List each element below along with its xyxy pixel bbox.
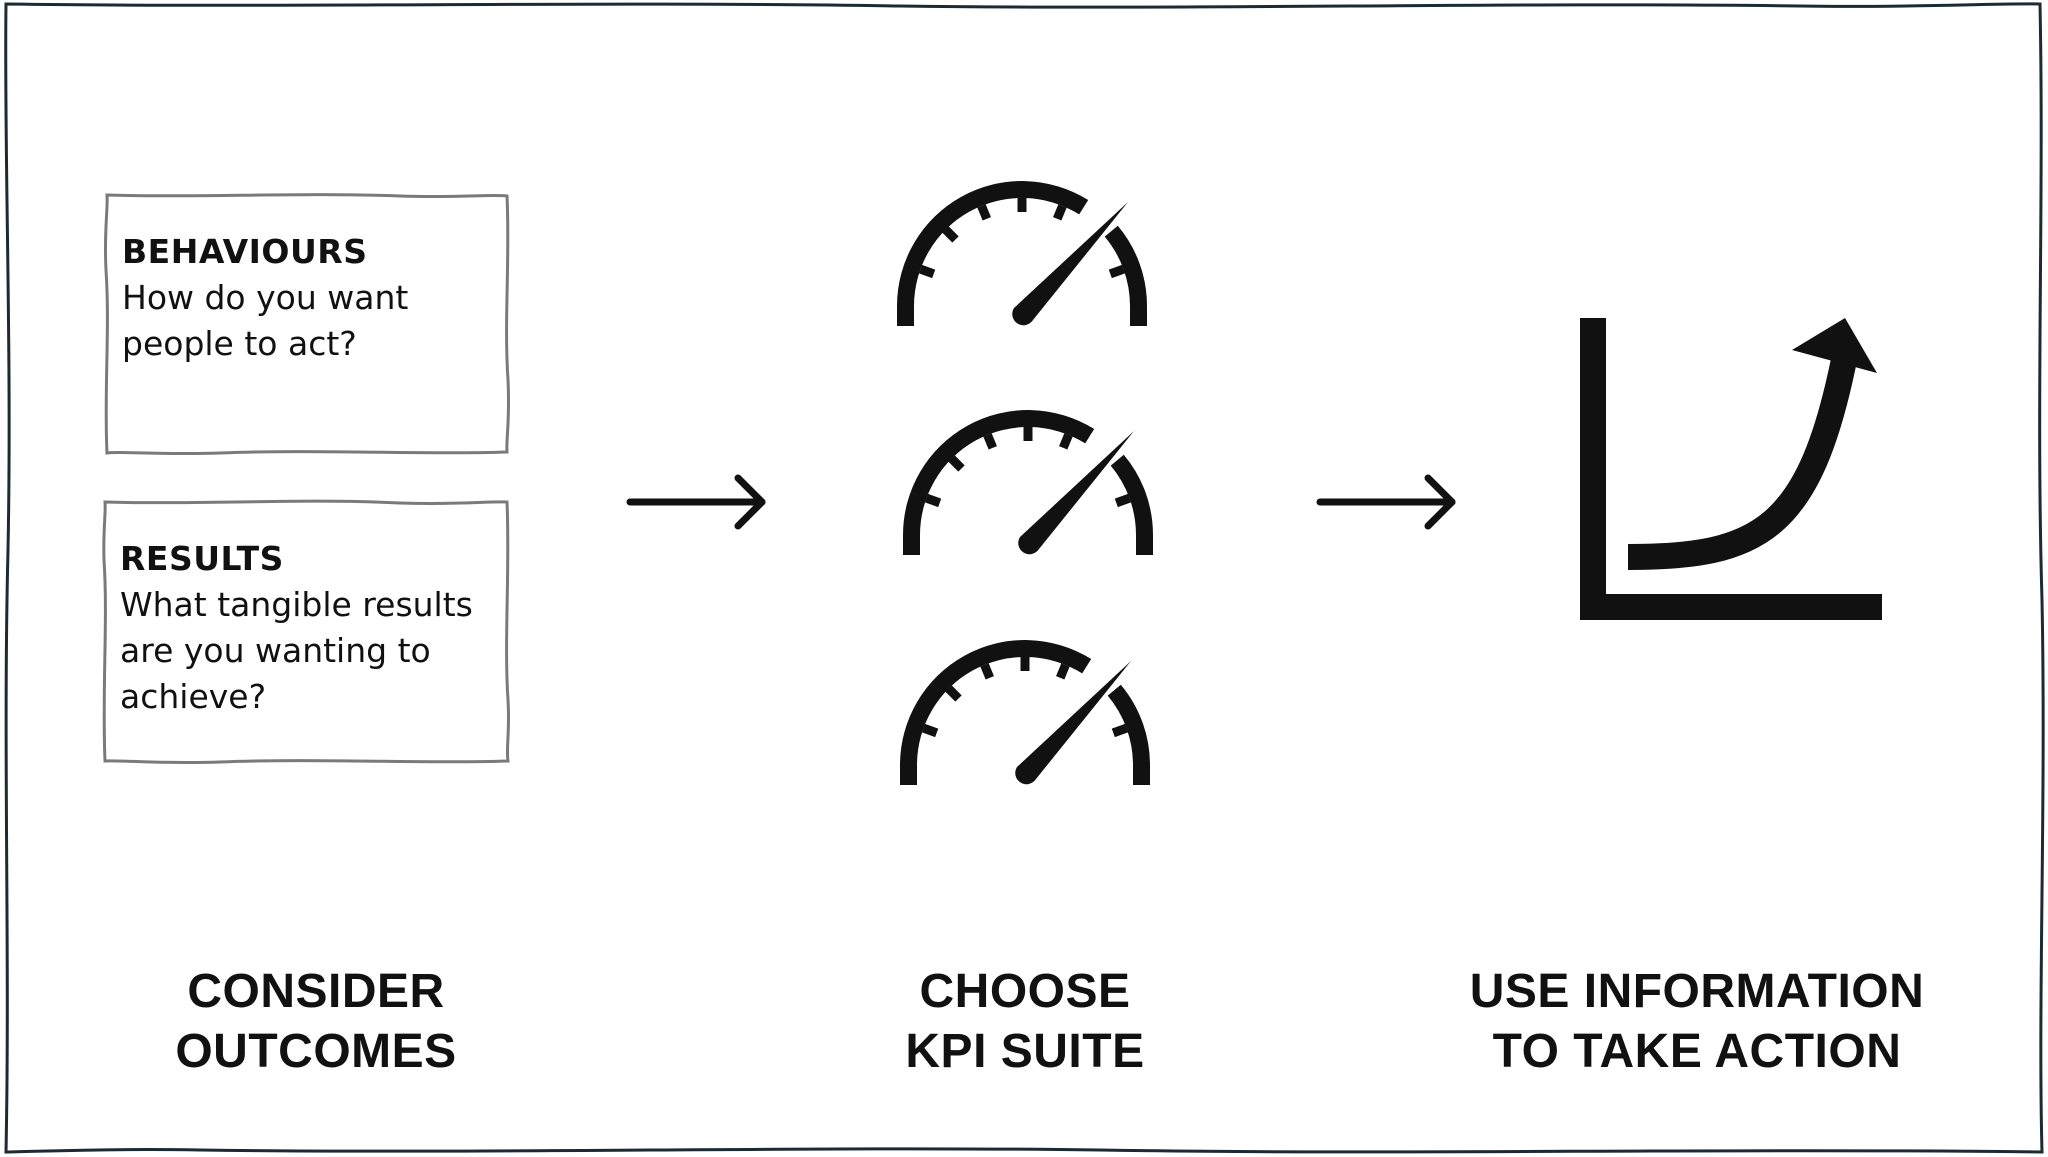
right-arrow-icon	[626, 474, 766, 530]
gauge-tick	[942, 226, 959, 243]
right-arrow-icon	[1316, 474, 1456, 530]
gauge-needle	[1018, 431, 1134, 555]
growth-chart-icon	[1580, 318, 1882, 620]
gauge-needle	[1015, 661, 1131, 785]
results-note: RESULTS What tangible results are you wa…	[120, 536, 510, 720]
step-label-consider-outcomes: CONSIDER OUTCOMES	[175, 965, 457, 1078]
behaviours-note-box	[103, 193, 511, 456]
gauge-tick	[945, 685, 962, 702]
gauge-tick	[918, 264, 936, 279]
gauge-tick	[980, 663, 994, 680]
gauge-arc	[1107, 684, 1150, 785]
gauge-tick	[921, 723, 939, 738]
gauge-tick	[1059, 433, 1073, 450]
gauge-needle	[1012, 202, 1128, 326]
speedometer-icon	[900, 640, 1150, 785]
chart-axes	[1580, 318, 1882, 620]
outer-frame	[4, 2, 2045, 1154]
gauge-arc	[900, 640, 1092, 785]
gauge-tick	[1114, 493, 1132, 508]
step-label-use-information: USE INFORMATION TO TAKE ACTION	[1469, 965, 1925, 1078]
growth-curve	[1627, 352, 1858, 570]
results-note-box	[102, 499, 511, 765]
gauge-arc	[1110, 454, 1153, 555]
gauge-tick	[924, 493, 942, 508]
speedometer-icon	[903, 410, 1153, 555]
gauge-arc	[897, 181, 1089, 326]
gauge-tick	[1056, 663, 1070, 680]
gauge-tick	[977, 204, 991, 221]
behaviours-note: BEHAVIOURS How do you want people to act…	[122, 229, 502, 367]
note-body: How do you want people to act?	[122, 278, 409, 363]
gauge-tick	[1053, 204, 1067, 221]
note-heading: BEHAVIOURS	[122, 232, 368, 271]
gauge-tick	[1108, 264, 1126, 279]
gauge-tick	[1111, 723, 1129, 738]
note-heading: RESULTS	[120, 539, 284, 578]
growth-arrowhead	[1792, 318, 1877, 373]
gauge-tick	[948, 455, 965, 472]
note-body: What tangible results are you wanting to…	[120, 585, 473, 716]
speedometer-icon	[897, 181, 1147, 326]
step-label-choose-kpi-suite: CHOOSE KPI SUITE	[905, 965, 1145, 1078]
gauge-tick	[983, 433, 997, 450]
gauge-arc	[1104, 225, 1147, 326]
gauge-arc	[903, 410, 1095, 555]
